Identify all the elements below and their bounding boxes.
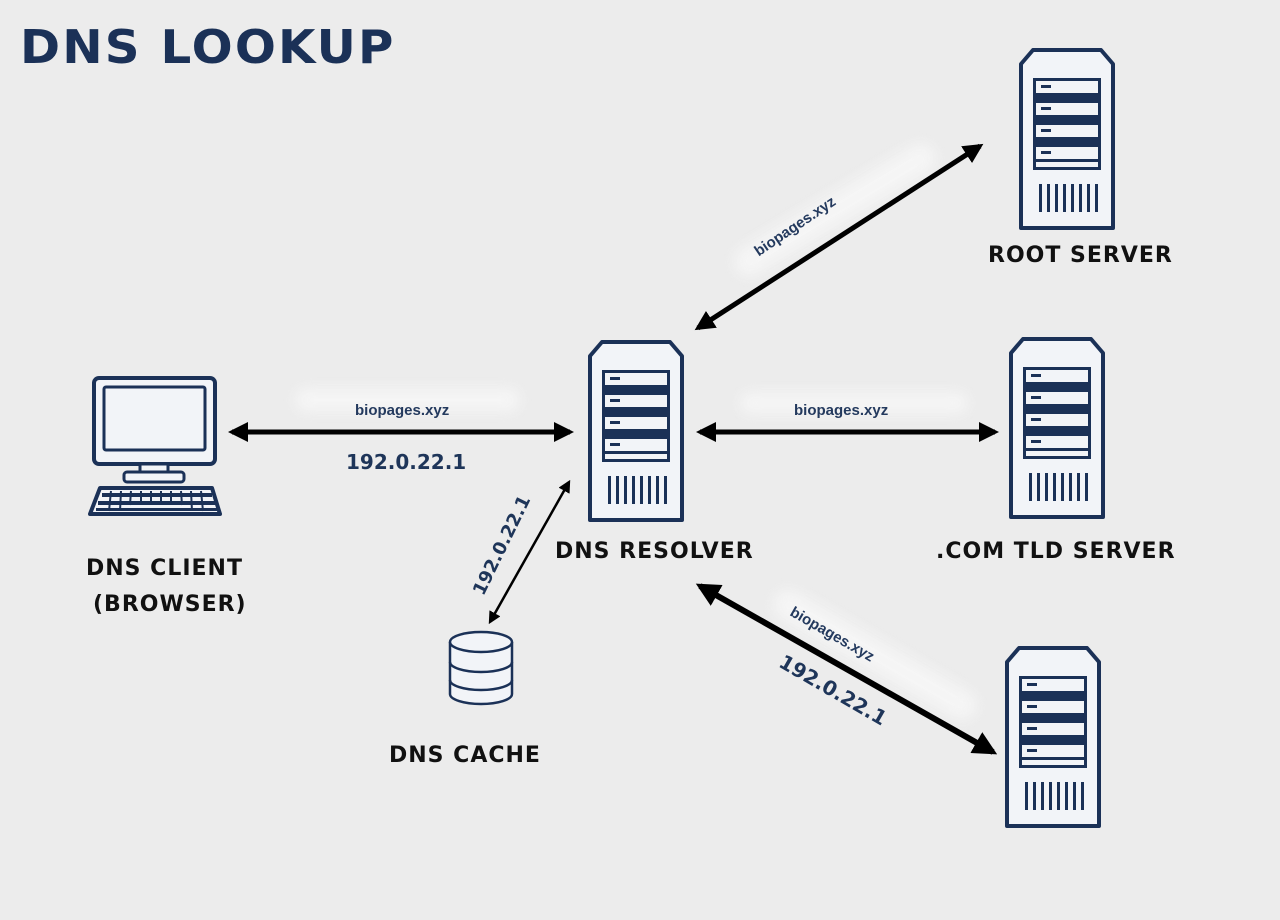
client-sublabel: (BROWSER) [93,592,247,617]
client-resolver-query-label: biopages.xyz [355,402,450,419]
arrow-resolver-root [694,143,984,331]
desktop-computer-icon [88,376,222,516]
resolver-tld-query-label: biopages.xyz [794,402,889,419]
resolver-label: DNS RESOLVER [555,539,754,564]
tld-server-icon [1009,337,1105,519]
page-title: DNS LOOKUP [20,20,396,74]
client-resolver-response-label: 192.0.22.1 [346,450,467,474]
database-icon [448,630,514,706]
root-server-icon [1019,48,1115,230]
client-label: DNS CLIENT [86,556,243,581]
label-highlight [740,392,968,414]
root-label: ROOT SERVER [988,243,1173,268]
arrow-resolver-authoritative [695,583,998,755]
cache-label: DNS CACHE [389,743,541,768]
label-highlight [295,388,520,412]
tld-label: .COM TLD SERVER [936,539,1176,564]
authoritative-server-icon [1005,646,1101,828]
resolver-server-icon [588,340,684,522]
arrow-resolver-cache [488,479,571,625]
